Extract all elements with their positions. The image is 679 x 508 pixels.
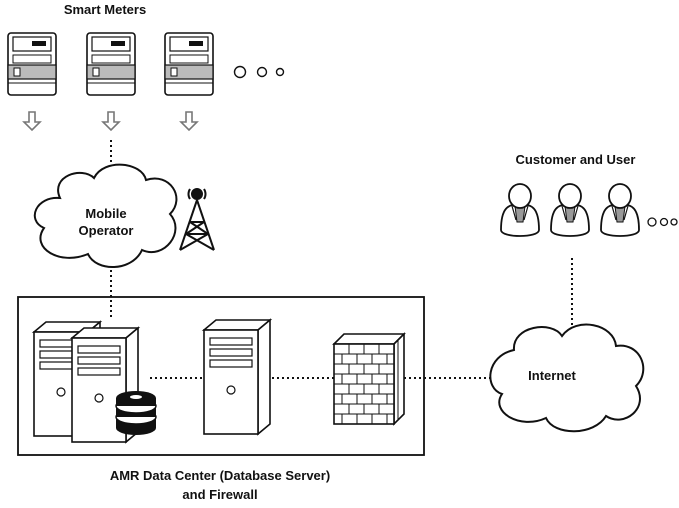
mobile-operator-cloud-icon	[33, 163, 178, 268]
internet-label: Internet	[528, 368, 576, 383]
mobile-operator-line1: Mobile	[85, 206, 127, 221]
customer-icon	[500, 183, 540, 237]
arrow-down-icon	[102, 111, 120, 131]
data-center-label: AMR Data Center (Database Server) and Fi…	[70, 466, 370, 504]
data-center-box	[17, 296, 425, 456]
mobile-operator-line2: Operator	[78, 223, 134, 238]
customer-icon	[600, 183, 640, 237]
cell-tower-icon	[179, 188, 215, 251]
smart-meter-icon	[7, 32, 57, 96]
data-center-line1: AMR Data Center (Database Server)	[109, 468, 331, 483]
server-icon	[203, 319, 271, 435]
smart-meter-icon	[86, 32, 136, 96]
arrow-down-icon	[23, 111, 41, 131]
database-icon	[115, 391, 157, 435]
internet-cloud-icon	[489, 323, 645, 433]
smart-meter-icon	[164, 32, 214, 96]
arrow-down-icon	[180, 111, 198, 131]
ellipsis-icon	[233, 65, 285, 79]
customer-title: Customer and User	[515, 152, 636, 167]
smart-meters-title: Smart Meters	[63, 2, 147, 17]
mobile-operator-label: Mobile Operator	[58, 205, 154, 239]
customer-icon	[550, 183, 590, 237]
data-center-line2: and Firewall	[182, 487, 258, 502]
ellipsis-icon	[647, 217, 678, 227]
firewall-icon	[332, 332, 406, 426]
